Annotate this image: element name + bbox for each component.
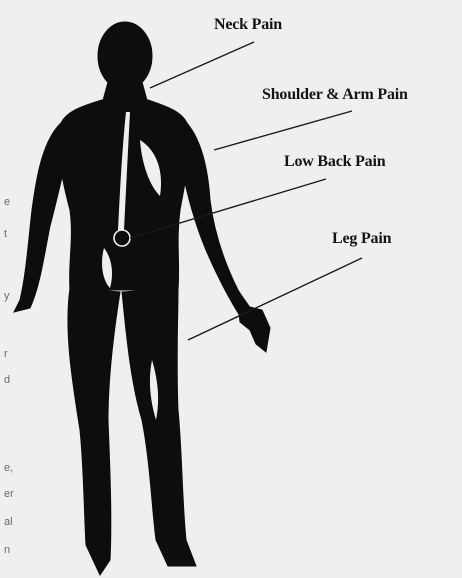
neck-leader-line [150, 42, 254, 88]
margin-text-fragment: e, [4, 462, 13, 474]
margin-text-fragment: d [4, 374, 10, 386]
leg-pain-label: Leg Pain [332, 230, 391, 248]
margin-text-fragment: r [4, 348, 8, 360]
figure-head [98, 22, 152, 90]
figure-right-hand [238, 304, 270, 352]
shoulder-arm-leader-line [214, 111, 352, 150]
margin-text-fragment: t [4, 228, 7, 240]
low-back-pain-label: Low Back Pain [284, 153, 385, 171]
figure-left-leg [68, 288, 120, 575]
figure-left-arm [14, 122, 72, 312]
neck-pain-label: Neck Pain [214, 16, 282, 34]
margin-text-fragment: y [4, 290, 10, 302]
margin-text-fragment: n [4, 544, 10, 556]
leg-leader-line [188, 258, 362, 340]
margin-text-fragment: al [4, 516, 13, 528]
margin-text-fragment: e [4, 196, 10, 208]
shoulder-arm-pain-label: Shoulder & Arm Pain [262, 86, 408, 104]
figure-right-leg [122, 288, 196, 566]
margin-text-fragment: er [4, 488, 14, 500]
